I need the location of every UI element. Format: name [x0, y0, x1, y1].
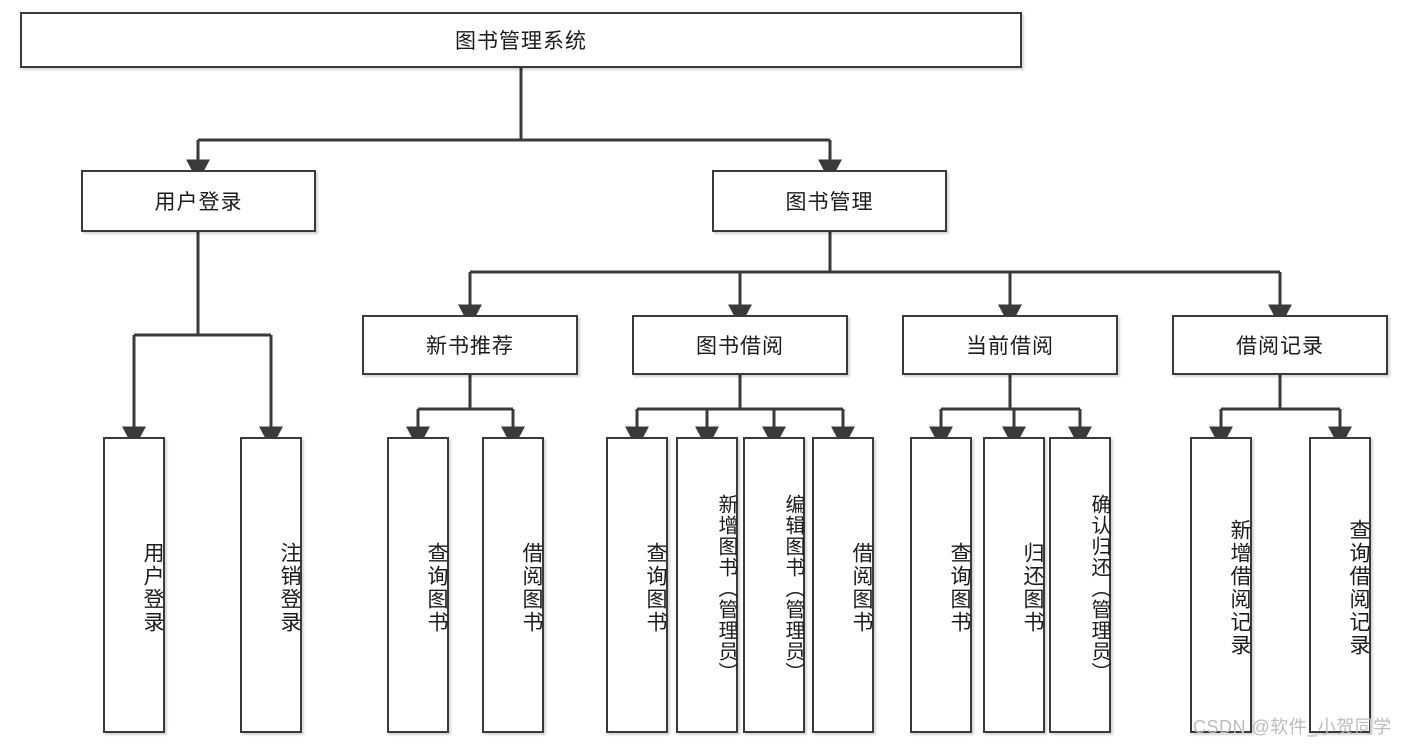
node-leaf-add-borrow-record[interactable]: 新增借阅记录 [1190, 437, 1252, 733]
node-leaf-logout-login[interactable]: 注销登录 [240, 437, 302, 733]
node-borrow-record[interactable]: 借阅记录 [1172, 315, 1388, 375]
node-leaf-query-book-1[interactable]: 查询图书 [387, 437, 449, 733]
node-book-management[interactable]: 图书管理 [712, 170, 947, 232]
node-leaf-confirm-return[interactable]: 确认归还（管理员） [1049, 437, 1111, 733]
node-user-login[interactable]: 用户登录 [81, 170, 316, 232]
node-leaf-add-book[interactable]: 新增图书（管理员） [676, 437, 738, 733]
node-leaf-query-book-3[interactable]: 查询图书 [910, 437, 972, 733]
node-current-borrow[interactable]: 当前借阅 [902, 315, 1118, 375]
node-leaf-query-book-2[interactable]: 查询图书 [606, 437, 668, 733]
node-leaf-borrow-book-1[interactable]: 借阅图书 [482, 437, 544, 733]
node-leaf-edit-book[interactable]: 编辑图书（管理员） [743, 437, 805, 733]
node-root-system[interactable]: 图书管理系统 [20, 12, 1022, 68]
node-new-book-recommend[interactable]: 新书推荐 [362, 315, 578, 375]
node-leaf-return-book[interactable]: 归还图书 [983, 437, 1045, 733]
node-book-borrow[interactable]: 图书借阅 [632, 315, 848, 375]
watermark-text: CSDN @软件_小贺同学 [1193, 717, 1392, 737]
node-leaf-borrow-book-2[interactable]: 借阅图书 [812, 437, 874, 733]
node-leaf-query-borrow-record[interactable]: 查询借阅记录 [1309, 437, 1371, 733]
node-leaf-user-login[interactable]: 用户登录 [103, 437, 165, 733]
